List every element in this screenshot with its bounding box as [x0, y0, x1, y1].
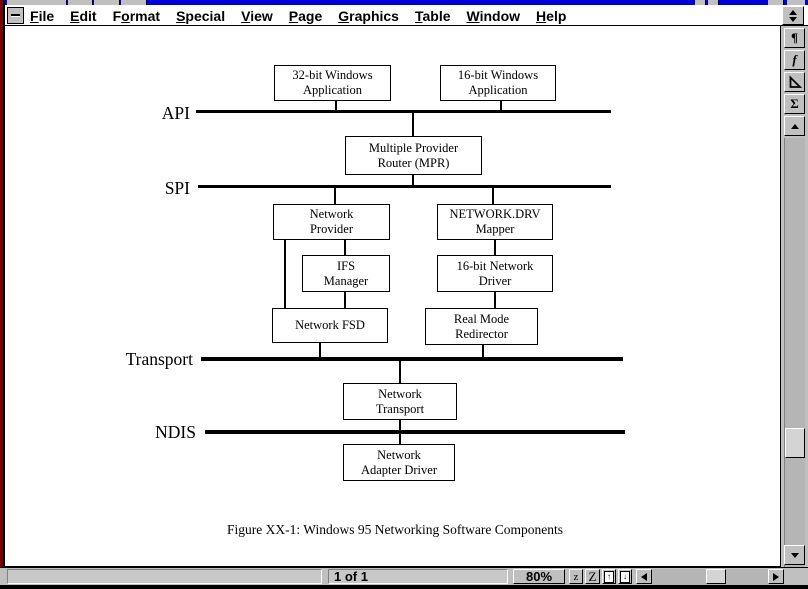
control-menu-icon — [11, 14, 20, 17]
sigma-icon: Σ — [790, 96, 799, 111]
connector-line — [335, 101, 337, 110]
connector-line — [399, 420, 401, 430]
scroll-right-button[interactable] — [768, 569, 784, 584]
horizontal-scrollbar-thumb[interactable] — [706, 569, 726, 584]
arrow-left-icon — [641, 572, 647, 581]
minimize-button-top — [768, 0, 784, 5]
restore-button[interactable] — [782, 6, 804, 25]
diagram-box-network-fsd[interactable]: Network FSD — [272, 308, 388, 343]
connector-line — [412, 175, 414, 185]
arrow-up-icon — [790, 123, 799, 129]
connector-line — [284, 240, 286, 308]
zoom-in-button[interactable]: Z — [585, 569, 600, 584]
window-left-edge — [0, 0, 4, 589]
connector-line — [494, 292, 496, 308]
api-layer-line — [196, 110, 611, 113]
window-bottom-edge — [0, 585, 808, 589]
toolbar-button-top — [7, 0, 67, 5]
menu-items: File Edit Format Special View Page Graph… — [30, 5, 566, 26]
triangle-icon — [789, 75, 802, 88]
sigma-button[interactable]: Σ — [784, 94, 805, 114]
connector-line — [344, 240, 346, 255]
menu-table[interactable]: Table — [414, 7, 451, 24]
vertical-scrollbar-thumb[interactable] — [785, 428, 805, 458]
connector-line — [482, 345, 484, 357]
zoom-out-button[interactable]: z — [569, 569, 583, 584]
connector-line — [412, 113, 414, 136]
style-status-button[interactable] — [7, 569, 322, 584]
large-z-icon: Z — [588, 568, 597, 584]
control-menu-button[interactable] — [7, 7, 24, 24]
menu-file[interactable]: File — [30, 7, 55, 24]
scroll-up-button[interactable] — [784, 116, 805, 136]
page-up-icon: ↑ — [604, 570, 614, 583]
spi-layer-line — [198, 185, 611, 188]
menu-graphics[interactable]: Graphics — [338, 7, 399, 24]
maximize-button-top — [787, 0, 805, 5]
script-f-icon: f — [792, 52, 797, 67]
page-indicator[interactable]: 1 of 1 — [328, 569, 508, 584]
arrow-down-icon — [790, 552, 799, 558]
toolbar-button-top — [68, 0, 93, 5]
arrow-right-icon — [773, 572, 779, 581]
arrow-down-icon — [789, 16, 797, 22]
menu-edit[interactable]: Edit — [70, 7, 97, 24]
layer-label-transport: Transport — [125, 349, 193, 369]
scrollbar-corner — [784, 568, 808, 586]
right-tool-strip: ¶ f Σ — [780, 26, 808, 571]
connector-line — [334, 188, 336, 204]
menu-page[interactable]: Page — [288, 7, 323, 24]
menu-view[interactable]: View — [241, 7, 273, 24]
small-z-icon: z — [573, 570, 579, 583]
titlebar-sliver — [5, 0, 808, 5]
menu-special[interactable]: Special — [176, 7, 226, 24]
pilcrow-button[interactable]: ¶ — [784, 28, 805, 48]
connector-line — [319, 343, 321, 357]
toolbar-button-top — [121, 0, 147, 5]
scroll-down-button[interactable] — [784, 545, 805, 565]
layer-label-spi: SPI — [164, 178, 190, 198]
pilcrow-icon: ¶ — [790, 30, 799, 45]
connector-line — [500, 101, 502, 110]
toolbar-button-top — [94, 0, 120, 5]
menu-format[interactable]: Format — [112, 7, 161, 24]
connector-line — [399, 434, 401, 444]
menu-help[interactable]: Help — [536, 7, 567, 24]
scroll-left-button[interactable] — [636, 569, 652, 584]
function-button[interactable]: f — [784, 50, 805, 70]
arrow-up-icon — [789, 9, 797, 15]
vertical-scrollbar-track[interactable] — [784, 138, 805, 571]
connector-line — [399, 361, 401, 383]
figure-caption: Figure XX-1: Windows 95 Networking Softw… — [227, 522, 563, 537]
status-bar: 1 of 1 80% z Z ↑ ↓ — [0, 567, 808, 586]
draw-button[interactable] — [784, 72, 805, 92]
previous-page-button[interactable]: ↑ — [602, 569, 616, 584]
connector-line — [494, 240, 496, 255]
horizontal-scrollbar-track[interactable] — [652, 569, 768, 585]
layer-label-api: API — [161, 103, 190, 123]
menu-window[interactable]: Window — [466, 7, 521, 24]
menu-bar: File Edit Format Special View Page Graph… — [5, 5, 808, 26]
next-page-button[interactable]: ↓ — [618, 569, 632, 584]
ndis-layer-line — [205, 430, 625, 434]
titlebar-button-top — [708, 0, 719, 5]
page-down-icon: ↓ — [620, 570, 630, 583]
zoom-level-button[interactable]: 80% — [513, 569, 565, 584]
connector-line — [344, 292, 346, 308]
connector-line — [492, 188, 494, 204]
transport-layer-line — [201, 357, 623, 361]
layer-label-ndis: NDIS — [155, 422, 196, 442]
titlebar-button-top — [695, 0, 706, 5]
